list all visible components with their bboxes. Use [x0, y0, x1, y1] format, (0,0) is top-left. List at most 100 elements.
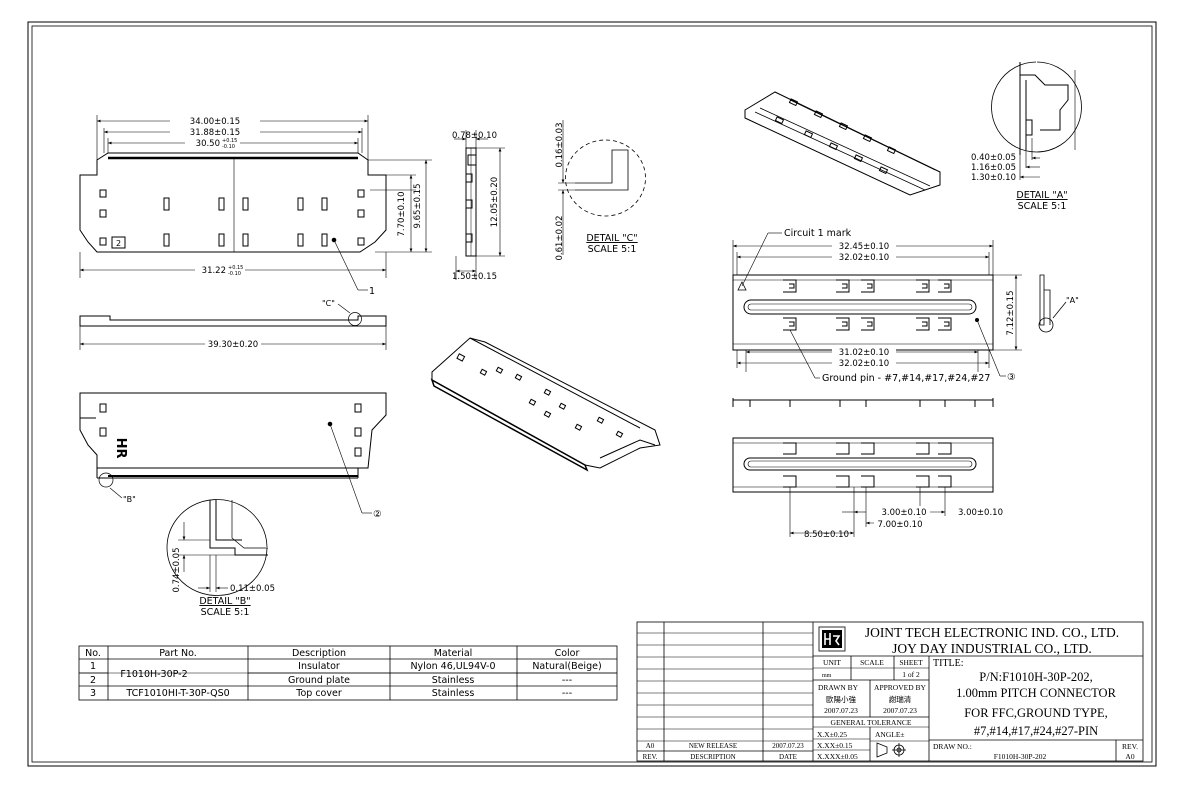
bom-row1-desc: Insulator: [298, 661, 340, 672]
company-name-1: JOINT TECH ELECTRONIC IND. CO., LTD.: [865, 625, 1119, 640]
dim-32-02-bottom: 32.02±0.10: [839, 359, 889, 369]
sheet-value: 1 of 2: [902, 670, 920, 679]
detail-a-title: DETAIL "A": [1016, 190, 1067, 201]
bom-header-material: Material: [434, 648, 473, 659]
rev-label: REV.: [1122, 742, 1138, 751]
bom-row3-part: TCF1010HI-T-30P-QS0: [125, 688, 229, 699]
bom-row3-desc: Top cover: [295, 688, 342, 699]
top-view-contacts-bottom: [783, 317, 952, 331]
isometric-view: [430, 337, 661, 472]
dim-30-50-tol-dn: -0.10: [222, 144, 235, 150]
unit-value: mm: [822, 673, 832, 679]
dim-31-88: 31.88±0.15: [190, 128, 240, 138]
projection-symbol: [876, 742, 906, 758]
callout-3: ③: [1007, 372, 1016, 383]
detail-a-scale: SCALE 5:1: [1018, 201, 1067, 212]
company-name-2: JOY DAY INDUSTRIAL CO., LTD.: [892, 641, 1092, 656]
dim-7-70: 7.70±0.10: [397, 192, 407, 237]
dim-7-00: 7.00±0.10: [878, 520, 923, 530]
isometric-top-right: [744, 91, 941, 196]
title-line-3: FOR FFC,GROUND TYPE,: [964, 706, 1108, 720]
dim-3-00-right: 3.00±0.10: [958, 508, 1003, 518]
side-view-right: [732, 398, 994, 407]
bom-row2-material: Stainless: [432, 675, 475, 686]
dim-1-50: 1.50±0.15: [452, 272, 497, 282]
detail-b-dimensions: [178, 522, 235, 592]
bom-row2-no: 2: [90, 675, 96, 686]
revision-header-date: DATE: [779, 753, 797, 761]
front-view: [79, 152, 387, 253]
bom-row1-color: Natural(Beige): [532, 661, 601, 672]
detail-c-scale: SCALE 5:1: [588, 244, 637, 255]
title-line-4: #7,#14,#17,#24,#27-PIN: [974, 724, 1098, 738]
revision-date: 2007.07.23: [772, 742, 804, 750]
bom-row2-desc: Ground plate: [288, 675, 350, 686]
dim-31-22-tol-up: +0.15: [228, 265, 243, 271]
dim-1-16: 1.16±0.05: [971, 163, 1016, 173]
dim-0-16: 0.16±0.03: [555, 123, 565, 168]
dim-3-00-left: 3.00±0.10: [882, 508, 927, 518]
company-logo: [822, 630, 842, 648]
dim-0-11: 0.11±0.05: [230, 584, 275, 594]
title-line-1: P/N:F1010H-30P-202,: [979, 670, 1093, 684]
title-block-text: JOINT TECH ELECTRONIC IND. CO., LTD. JOY…: [643, 625, 1139, 761]
dim-31-22-tol-dn: -0.10: [228, 271, 241, 277]
detail-c-title: DETAIL "C": [586, 233, 637, 244]
bom-header-no: No.: [85, 648, 101, 659]
box-label-2: 2: [116, 239, 121, 248]
bom-row3-material: Stainless: [432, 688, 475, 699]
revision-header-rev: REV.: [643, 753, 658, 761]
angle-label: ANGLE±: [875, 730, 905, 739]
rev-value: A0: [1125, 752, 1134, 761]
dim-12-05: 12.05±0.20: [490, 177, 500, 227]
bom-row3-no: 3: [90, 688, 96, 699]
drawn-by-date: 2007.07.23: [824, 706, 858, 715]
detail-a-reference-view: [1038, 274, 1067, 333]
side-view-flat: [79, 312, 387, 327]
bottom-view: [79, 392, 387, 488]
dim-0-78: 0.78±0.10: [452, 131, 497, 141]
detail-a: [991, 61, 1082, 155]
hr-mark: HR: [113, 438, 128, 459]
dim-34: 34.00±0.15: [190, 117, 240, 127]
revision-desc: NEW RELEASE: [689, 742, 737, 750]
top-view: [732, 274, 994, 351]
callout-b: "B": [123, 495, 136, 504]
inner-border: [31, 25, 1153, 763]
dim-32-02-top: 32.02±0.10: [839, 253, 889, 263]
tolerance-1: X.X±0.25: [817, 730, 847, 739]
callout-c: "C": [322, 299, 335, 308]
dim-9-65: 9.65±0.15: [413, 184, 423, 229]
bom-row1-material: Nylon 46,UL94V-0: [410, 661, 495, 672]
title-block: [636, 621, 1144, 762]
bom-header-part: Part No.: [159, 648, 197, 659]
dim-1-30: 1.30±0.10: [971, 173, 1016, 183]
revision-header-desc: DESCRIPTION: [690, 753, 736, 761]
drawn-by-name: 歐陽小強: [826, 694, 856, 704]
side-profile-view: [465, 147, 477, 257]
tolerance-3: X.XXX±0.05: [817, 752, 858, 761]
bom-row1-part: F1010H-30P-2: [120, 669, 187, 680]
dim-30-50-tol-up: +0.15: [222, 138, 237, 144]
top-view-dimensions: [732, 232, 1022, 379]
dim-30-50: 30.50: [196, 139, 220, 149]
bom-table: [78, 645, 618, 701]
detail-c: [565, 139, 646, 217]
drawn-by-label: DRAWN BY: [818, 683, 859, 692]
approved-by-name: 謝瑞清: [889, 694, 912, 704]
top-view-contacts-top: [783, 279, 952, 293]
dim-0-61: 0.61±0.02: [555, 216, 565, 261]
dim-31-02: 31.02±0.10: [839, 348, 889, 358]
draw-no-label: DRAW NO.:: [933, 742, 972, 751]
callout-a: "A": [1066, 296, 1079, 305]
detail-b: [166, 499, 268, 596]
detail-c-dimensions: [558, 120, 575, 255]
revision-rev: A0: [646, 742, 655, 750]
approved-by-label: APPROVED BY: [874, 683, 926, 692]
tolerance-2: X.XX±0.15: [817, 741, 853, 750]
approved-by-date: 2007.07.23: [883, 706, 917, 715]
bom-row1-no: 1: [90, 661, 96, 672]
dim-39-30: 39.30±0.20: [208, 340, 258, 350]
bom-text: No. Part No. Description Material Color …: [85, 648, 602, 699]
